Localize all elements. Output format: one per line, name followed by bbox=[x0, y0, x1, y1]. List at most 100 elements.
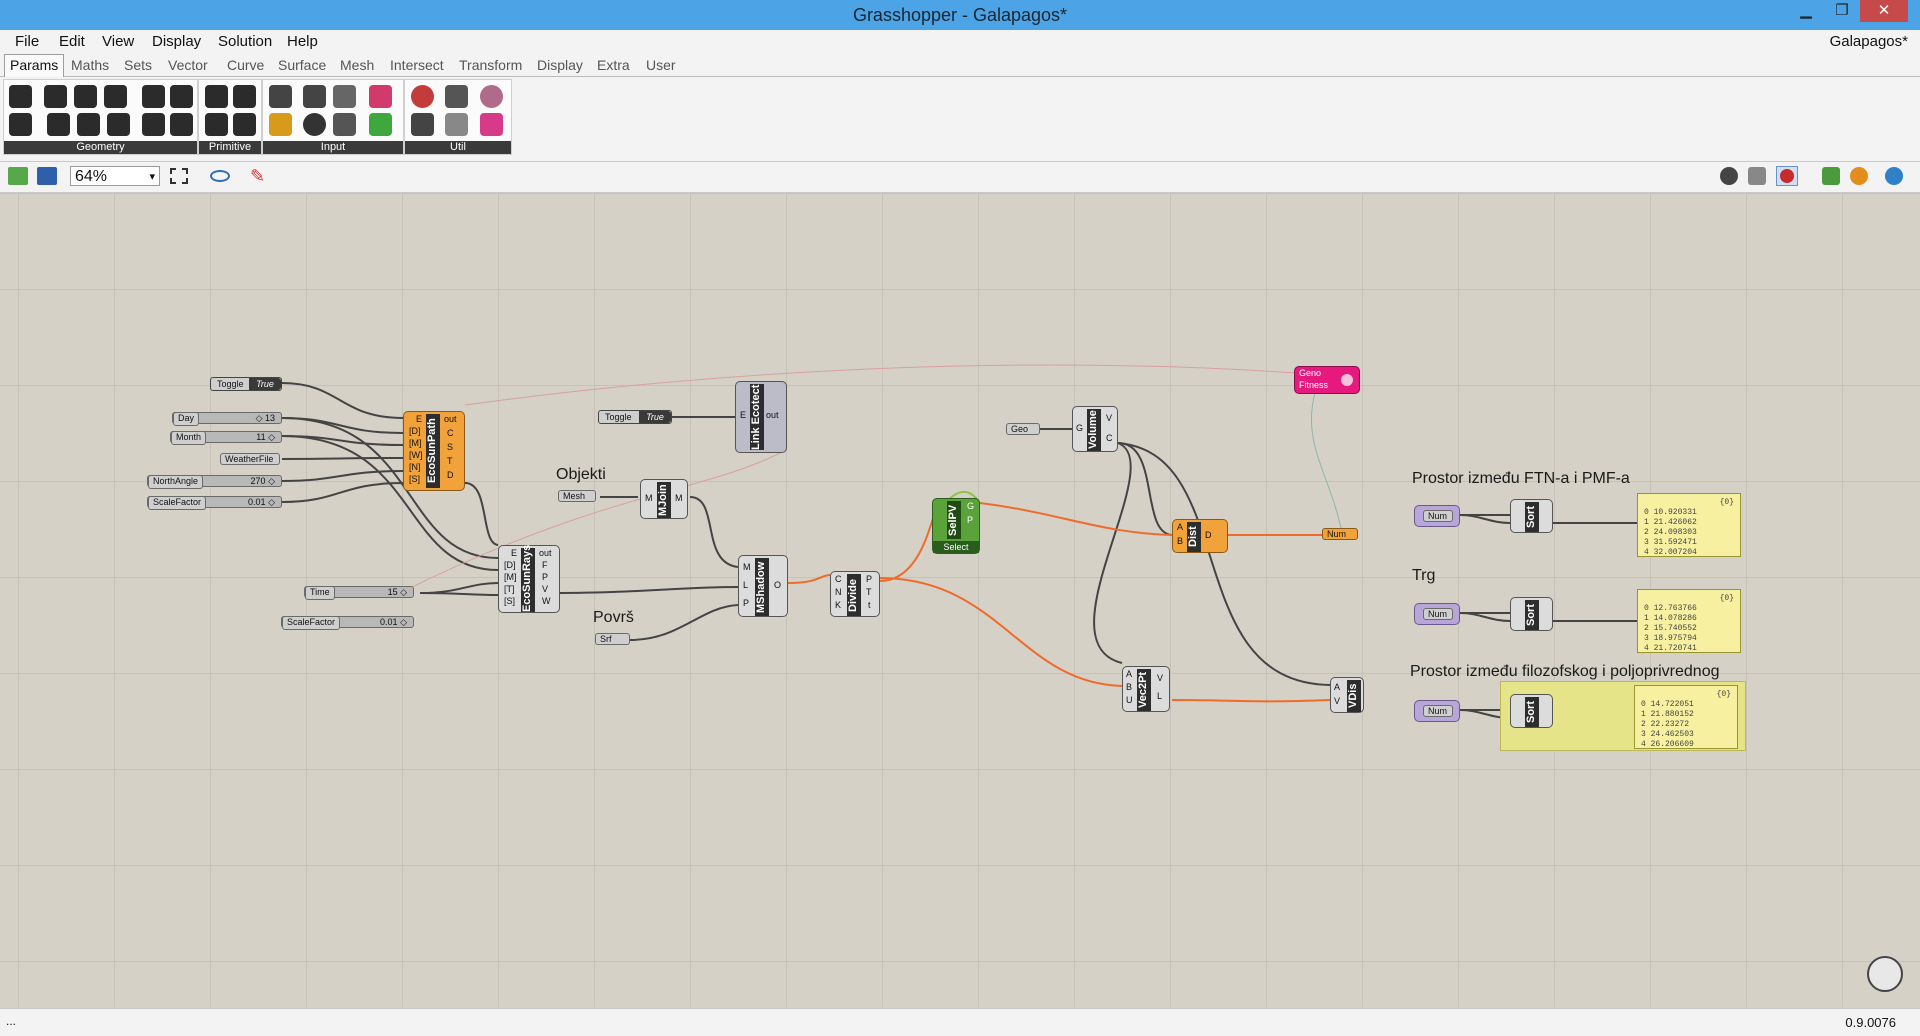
vec2pt-component[interactable]: Vec2Pt A B U V L bbox=[1122, 666, 1170, 712]
mesh-param-icon[interactable] bbox=[142, 113, 165, 136]
num-param[interactable]: Num bbox=[1414, 505, 1460, 527]
zoom-extents-icon[interactable] bbox=[170, 168, 188, 184]
number-param-icon[interactable] bbox=[205, 113, 228, 136]
menu-edit[interactable]: Edit bbox=[59, 33, 85, 50]
minimize-icon[interactable]: ▁ bbox=[1800, 2, 1812, 19]
srf-param[interactable]: Srf bbox=[595, 633, 630, 645]
menu-solution[interactable]: Solution bbox=[218, 33, 273, 50]
grasshopper-canvas[interactable]: Toggle True Toggle True Day ◇ 13 Month 1… bbox=[0, 193, 1920, 1007]
zoom-select[interactable]: 64%▾ bbox=[70, 166, 160, 186]
arrow-outline-icon[interactable] bbox=[445, 113, 468, 136]
knob-icon[interactable] bbox=[303, 113, 326, 136]
toggle-value[interactable]: True bbox=[249, 378, 281, 390]
value-panel[interactable]: {0} 0 10.920331 1 21.426062 2 24.098303 … bbox=[1637, 493, 1741, 557]
preview-wire-icon[interactable] bbox=[1720, 167, 1738, 185]
tab-transform[interactable]: Transform bbox=[459, 57, 523, 73]
arrow-right-icon[interactable] bbox=[445, 85, 468, 108]
panel-label-primitive[interactable]: Primitive bbox=[199, 141, 261, 154]
toggle-value[interactable]: True bbox=[639, 411, 671, 423]
menu-display[interactable]: Display bbox=[152, 33, 202, 50]
toggle-component[interactable]: Toggle True bbox=[210, 377, 282, 391]
open-file-icon[interactable] bbox=[8, 167, 28, 185]
panel-label-util[interactable]: Util bbox=[405, 141, 511, 154]
geo-param[interactable]: Geo bbox=[1006, 423, 1040, 435]
globe-icon[interactable] bbox=[1885, 167, 1903, 185]
tab-vector[interactable]: Vector bbox=[168, 57, 208, 73]
graph-mapper-icon[interactable] bbox=[269, 113, 292, 136]
save-file-icon[interactable] bbox=[37, 167, 57, 185]
panel-label-input[interactable]: Input bbox=[263, 141, 403, 154]
distance-component[interactable]: Dist A B D bbox=[1172, 519, 1228, 553]
close-icon[interactable]: ✕ bbox=[1860, 0, 1908, 22]
curve-param-icon[interactable] bbox=[104, 85, 127, 108]
cherry-picker-icon[interactable] bbox=[411, 85, 434, 108]
mesh-param[interactable]: Mesh bbox=[558, 490, 596, 502]
time-slider[interactable]: Time 15 ◇ bbox=[304, 586, 414, 600]
boolean-param-icon[interactable] bbox=[205, 85, 228, 108]
mesh-settings-icon[interactable] bbox=[1822, 167, 1840, 185]
brep-param-icon[interactable] bbox=[170, 85, 193, 108]
select-button[interactable]: Select bbox=[933, 541, 979, 553]
value-list-icon[interactable] bbox=[333, 113, 356, 136]
value-panel[interactable]: {0} 0 14.722051 1 21.880152 2 22.23272 3… bbox=[1634, 685, 1738, 749]
menu-help[interactable]: Help bbox=[287, 33, 318, 50]
surface-param-icon[interactable] bbox=[107, 113, 130, 136]
slider-icon[interactable] bbox=[269, 85, 292, 108]
sort-component[interactable]: Sort bbox=[1510, 694, 1553, 728]
galapagos-icon[interactable] bbox=[480, 85, 503, 108]
tab-mesh[interactable]: Mesh bbox=[340, 57, 375, 73]
ecosunpath-component[interactable]: EcoSunPath E [D] [M] [W] [N] [S] out C S… bbox=[403, 411, 465, 491]
tab-display[interactable]: Display bbox=[537, 57, 583, 73]
sort-component[interactable]: Sort bbox=[1510, 499, 1553, 533]
material-icon[interactable] bbox=[1850, 167, 1868, 185]
palette-icon[interactable] bbox=[369, 113, 392, 136]
toggle-icon[interactable] bbox=[303, 85, 326, 108]
mshadow-component[interactable]: MShadow M L P O bbox=[738, 555, 788, 617]
eye-icon[interactable] bbox=[210, 170, 230, 182]
volume-component[interactable]: Volume G V C bbox=[1072, 406, 1118, 452]
box-param-icon[interactable] bbox=[142, 85, 165, 108]
day-slider[interactable]: Day ◇ 13 bbox=[172, 412, 282, 426]
month-slider[interactable]: Month 11 ◇ bbox=[170, 431, 282, 445]
tab-sets[interactable]: Sets bbox=[124, 57, 153, 73]
arc-param-icon[interactable] bbox=[74, 85, 97, 108]
num-param[interactable]: Num bbox=[1414, 603, 1460, 625]
plane-param-icon[interactable] bbox=[47, 113, 70, 136]
selpv-component[interactable]: SelPV G P Select bbox=[932, 498, 980, 554]
menu-view[interactable]: View bbox=[102, 33, 135, 50]
preview-selected-icon[interactable] bbox=[1776, 166, 1798, 186]
gradient-icon[interactable] bbox=[369, 85, 392, 108]
flask-icon[interactable] bbox=[480, 113, 503, 136]
link-ecotect-component[interactable]: Link Ecotect E out bbox=[735, 381, 787, 453]
panel-label-geometry[interactable]: Geometry bbox=[4, 141, 197, 154]
geometry-param-icon[interactable] bbox=[170, 113, 193, 136]
num-param[interactable]: Num bbox=[1322, 528, 1358, 540]
menu-file[interactable]: File bbox=[15, 33, 40, 50]
scalefactor-slider[interactable]: ScaleFactor 0.01 ◇ bbox=[147, 496, 282, 510]
sort-component[interactable]: Sort bbox=[1510, 597, 1553, 631]
button-icon[interactable] bbox=[333, 85, 356, 108]
divide-component[interactable]: Divide C N K P T t bbox=[830, 571, 880, 617]
restore-icon[interactable]: ❐ bbox=[1835, 2, 1849, 19]
line-param-icon[interactable] bbox=[9, 113, 32, 136]
tree-icon[interactable] bbox=[411, 113, 434, 136]
tab-curve[interactable]: Curve bbox=[227, 57, 265, 73]
tab-params[interactable]: Params bbox=[4, 54, 65, 78]
northangle-slider[interactable]: NorthAngle 270 ◇ bbox=[147, 475, 282, 489]
galapagos-component[interactable]: Geno Fitness bbox=[1294, 366, 1360, 394]
circle-param-icon[interactable] bbox=[44, 85, 67, 108]
mjoin-component[interactable]: MJoin M M bbox=[640, 479, 688, 519]
tab-user[interactable]: User bbox=[646, 57, 676, 73]
tab-extra[interactable]: Extra bbox=[597, 57, 630, 73]
vdis-component[interactable]: VDis A V bbox=[1330, 677, 1364, 713]
toggle-component[interactable]: Toggle True bbox=[598, 410, 672, 424]
document-name[interactable]: Galapagos* bbox=[1829, 33, 1908, 50]
tab-surface[interactable]: Surface bbox=[278, 57, 327, 73]
integer-param-icon[interactable] bbox=[233, 85, 256, 108]
tab-maths[interactable]: Maths bbox=[71, 57, 110, 73]
point-param-icon[interactable] bbox=[9, 85, 32, 108]
scalefactor-slider[interactable]: ScaleFactor 0.01 ◇ bbox=[281, 616, 414, 630]
vector-param-icon[interactable] bbox=[77, 113, 100, 136]
value-panel[interactable]: {0} 0 12.763766 1 14.078286 2 15.740552 … bbox=[1637, 589, 1741, 653]
ecosunrays-component[interactable]: EcoSunRays E [D] [M] [T] [S] out F P V W bbox=[498, 545, 560, 613]
